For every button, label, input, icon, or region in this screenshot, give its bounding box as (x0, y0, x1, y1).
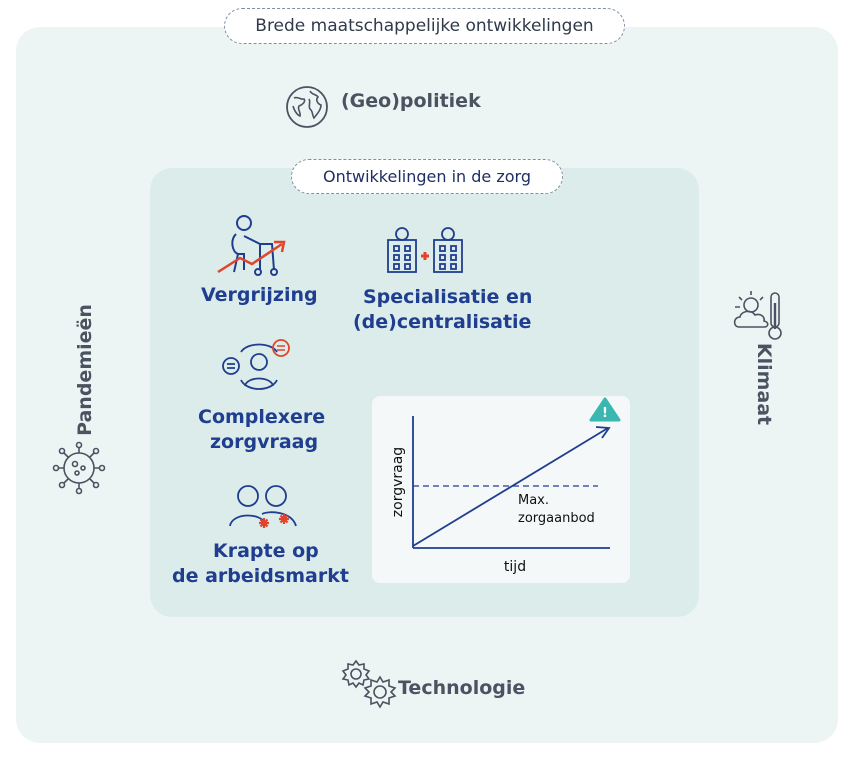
hospital-icon (387, 227, 463, 273)
aging-label: Vergrijzing (201, 284, 318, 306)
societal-developments-title: Brede maatschappelijke ontwikkelingen (224, 8, 625, 44)
specialisation-label-line1: Specialisatie en (363, 286, 533, 308)
pandemics-label: Pandemieën (74, 304, 96, 436)
max-capacity-label-line2: zorgaanbod (518, 511, 595, 526)
chat-bubbles-icon (222, 339, 290, 390)
technology-label: Technologie (398, 677, 526, 699)
elderly-walker-icon (217, 215, 286, 276)
healthcare-developments-title: Ontwikkelingen in de zorg (291, 159, 563, 194)
specialisation-label-line2: (de)centralisatie (353, 311, 532, 333)
complexity-label-line2: zorgvraag (210, 431, 319, 453)
geopolitics-label: (Geo)politiek (341, 90, 481, 112)
warning-icon: ! (589, 397, 621, 422)
labour-shortage-label-line2: de arbeidsmarkt (172, 565, 349, 587)
warning-symbol: ! (602, 406, 608, 421)
climate-label: Klimaat (753, 342, 775, 426)
max-capacity-label-line1: Max. (518, 493, 549, 508)
y-axis-label: zorgvraag (390, 447, 406, 517)
virus-icon (52, 441, 106, 495)
labour-shortage-label-line1: Krapte op (213, 540, 319, 562)
x-axis-label: tijd (504, 559, 526, 575)
demand-chart-svg: zorgvraag tijd Max. zorgaanbod ! (390, 397, 621, 575)
demand-supply-chart (372, 396, 630, 583)
demand-trend-line (412, 427, 609, 547)
cloud-sun-thermometer-icon (733, 291, 782, 340)
people-icon (229, 485, 297, 528)
globe-icon (286, 86, 328, 128)
gears-icon (341, 659, 397, 709)
complexity-label-line1: Complexere (198, 406, 326, 428)
